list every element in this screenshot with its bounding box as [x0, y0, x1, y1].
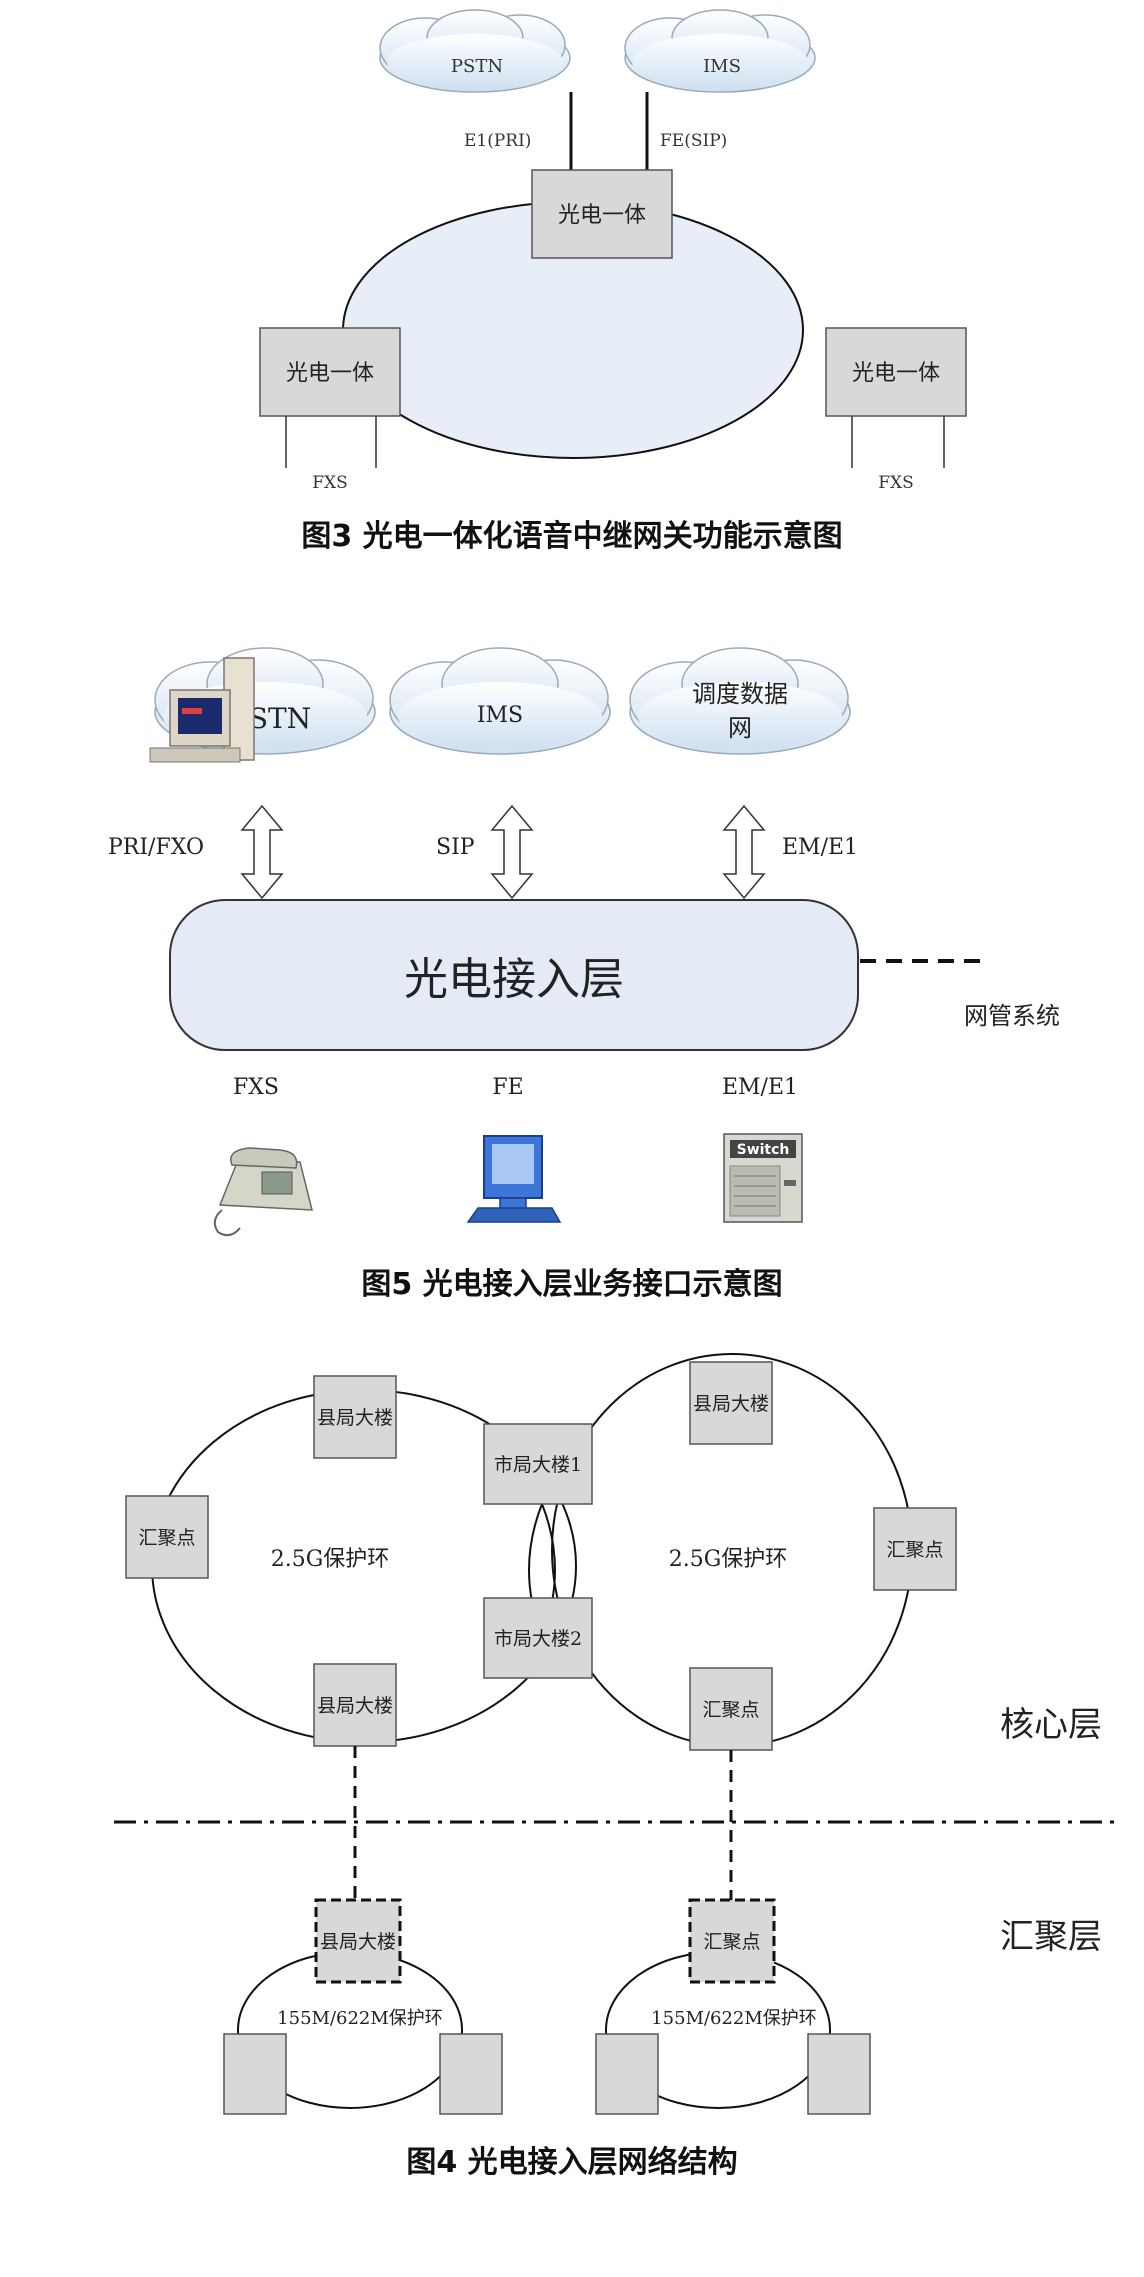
nms-label: 网管系统	[964, 1002, 1060, 1030]
fxs-left-label: FXS	[312, 473, 348, 493]
em-e1-bottom-label: EM/E1	[722, 1075, 798, 1100]
figure-5: STN IMS 调度数据 网	[108, 647, 1060, 1302]
sub-node-ll	[223, 2033, 287, 2115]
node-top	[531, 169, 673, 259]
fig3-caption: 图3 光电一体化语音中继网关功能示意图	[301, 519, 842, 554]
stn-cloud-label: STN	[249, 702, 311, 735]
interface-arrows	[240, 804, 766, 900]
city-building-1	[483, 1423, 593, 1505]
node-left	[259, 327, 401, 417]
telephone-icon	[213, 1147, 313, 1237]
ims-cloud-fig5-label: IMS	[477, 703, 523, 728]
sub-agg-point-label: 汇聚点	[703, 1931, 760, 1953]
county-building-tr-label: 县局大楼	[693, 1393, 769, 1415]
node-right-label: 光电一体	[852, 361, 940, 386]
access-layer-box	[169, 899, 859, 1051]
right-ring-label: 2.5G保护环	[669, 1547, 788, 1572]
sub-node-lr	[439, 2033, 503, 2115]
pstn-cloud-label: PSTN	[451, 56, 503, 77]
ims-cloud-label: IMS	[703, 56, 741, 77]
fig4-caption: 图4 光电接入层网络结构	[406, 2145, 737, 2180]
sub-node-rr	[807, 2033, 871, 2115]
agg-layer-label: 汇聚层	[1000, 1917, 1102, 1957]
county-building-tr	[689, 1361, 773, 1445]
desktop-computer-icon	[149, 657, 255, 763]
sub-county-building	[314, 1898, 402, 1984]
node-left-label: 光电一体	[286, 361, 374, 386]
figure-3: PSTN IMS E1(PRI) FE(SIP) 光电一体 光电一体 光电一体	[259, 9, 967, 554]
agg-point-right	[873, 1507, 957, 1591]
agg-point-right-label: 汇聚点	[886, 1539, 943, 1561]
core-layer-label: 核心层	[1000, 1705, 1102, 1745]
figure-4: 县局大楼 市局大楼1 县局大楼 汇聚点 汇聚点 市局大楼2 县局大楼 汇聚点 2…	[114, 1353, 1116, 2180]
pstn-cloud: PSTN	[379, 9, 571, 93]
fxs-bottom-label: FXS	[233, 1075, 279, 1100]
fig5-caption: 图5 光电接入层业务接口示意图	[361, 1267, 782, 1302]
left-ring-label: 2.5G保护环	[271, 1547, 390, 1572]
ims-cloud: IMS	[624, 9, 816, 93]
arrow-sip	[490, 804, 534, 900]
switch-icon: Switch	[723, 1133, 803, 1223]
node-right	[825, 327, 967, 417]
ims-cloud-fig5: IMS	[389, 647, 611, 755]
dispatch-network-label-2: 网	[728, 714, 752, 742]
city-building-2	[483, 1597, 593, 1679]
e1-pri-label: E1(PRI)	[464, 131, 531, 151]
county-building-tl	[313, 1375, 397, 1459]
dispatch-network-label-1: 调度数据	[692, 680, 788, 708]
switch-icon-label: Switch	[737, 1142, 790, 1158]
county-building-bl-label: 县局大楼	[317, 1695, 393, 1717]
county-building-bl	[313, 1663, 397, 1747]
arrow-em-e1	[722, 804, 766, 900]
pc-icon	[466, 1135, 562, 1223]
agg-point-bottom-label: 汇聚点	[702, 1699, 759, 1721]
agg-point-left	[125, 1495, 209, 1579]
sub-agg-point	[688, 1898, 776, 1984]
arrow-pri-fxo	[240, 804, 284, 900]
county-building-tl-label: 县局大楼	[317, 1407, 393, 1429]
sub-ring-right-label: 155M/622M保护环	[651, 2008, 817, 2029]
sub-county-building-label: 县局大楼	[320, 1931, 396, 1953]
fxs-right-label: FXS	[878, 473, 914, 493]
sub-node-rl	[595, 2033, 659, 2115]
fe-bottom-label: FE	[492, 1075, 523, 1100]
sub-ring-left-label: 155M/622M保护环	[277, 2008, 443, 2029]
city-building-2-label: 市局大楼2	[494, 1628, 582, 1650]
pri-fxo-label: PRI/FXO	[108, 835, 204, 860]
sip-label: SIP	[436, 835, 475, 860]
node-top-label: 光电一体	[558, 203, 646, 228]
city-building-1-label: 市局大楼1	[494, 1454, 582, 1476]
dispatch-network-cloud: 调度数据 网	[629, 647, 851, 755]
access-layer-label: 光电接入层	[404, 954, 624, 1005]
agg-point-left-label: 汇聚点	[138, 1527, 195, 1549]
fe-sip-label: FE(SIP)	[660, 131, 727, 151]
em-e1-top-label: EM/E1	[782, 835, 858, 860]
